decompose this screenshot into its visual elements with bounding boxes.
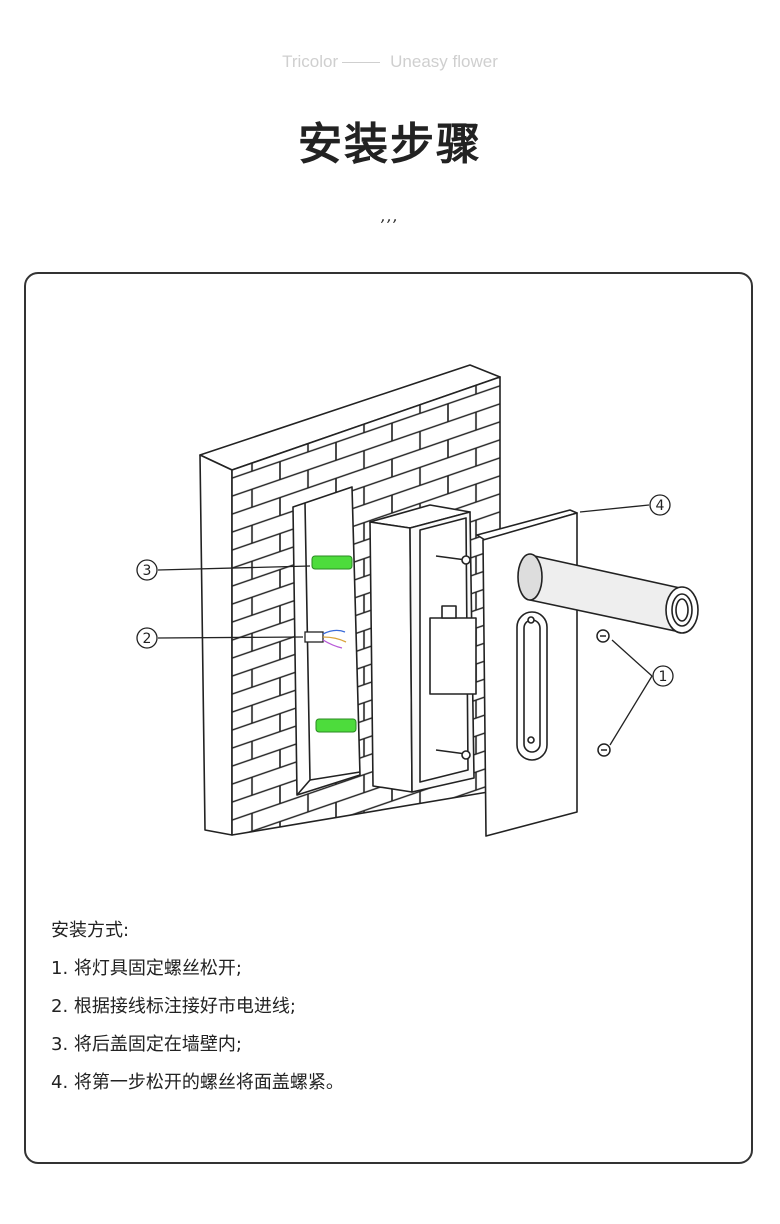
instruction-step: 4. 将第一步松开的螺丝将面盖螺紧。	[51, 1072, 344, 1093]
callout-3: 3	[136, 559, 158, 581]
lamp-cylinder	[517, 553, 699, 634]
callout-4: 4	[649, 494, 671, 516]
callout-lines	[157, 504, 653, 746]
installation-instructions: 安装方式: 1. 将灯具固定螺丝松开; 2. 根据接线标注接好市电进线; 3. …	[51, 912, 344, 1102]
brand-left: Tricolor	[282, 52, 339, 71]
instruction-step: 3. 将后盖固定在墙壁内;	[51, 1034, 242, 1055]
brand-subtitle: Tricolor Uneasy flower	[0, 52, 780, 72]
wall	[199, 364, 501, 836]
instruction-step: 2. 根据接线标注接好市电进线;	[51, 996, 296, 1017]
junction-box	[369, 504, 477, 793]
callout-2: 2	[136, 627, 158, 649]
wires	[304, 629, 347, 649]
installation-card	[24, 272, 753, 1164]
screws	[596, 629, 611, 757]
wall-anchors	[311, 555, 357, 733]
instructions-heading: 安装方式:	[51, 920, 130, 941]
svg-text:4: 4	[656, 498, 665, 514]
installation-diagram: 3 2 4 1	[136, 364, 699, 837]
instruction-step: 1. 将灯具固定螺丝松开;	[51, 958, 242, 979]
decoration-marks: ,,,	[380, 206, 400, 225]
svg-text:3: 3	[143, 563, 152, 579]
svg-text:2: 2	[143, 631, 152, 647]
brand-right: Uneasy flower	[390, 52, 498, 71]
divider-dash	[342, 62, 381, 64]
wall-recess	[292, 486, 361, 796]
callout-1: 1	[652, 665, 674, 687]
page-title: 安装步骤	[298, 119, 482, 170]
svg-text:1: 1	[659, 669, 668, 685]
